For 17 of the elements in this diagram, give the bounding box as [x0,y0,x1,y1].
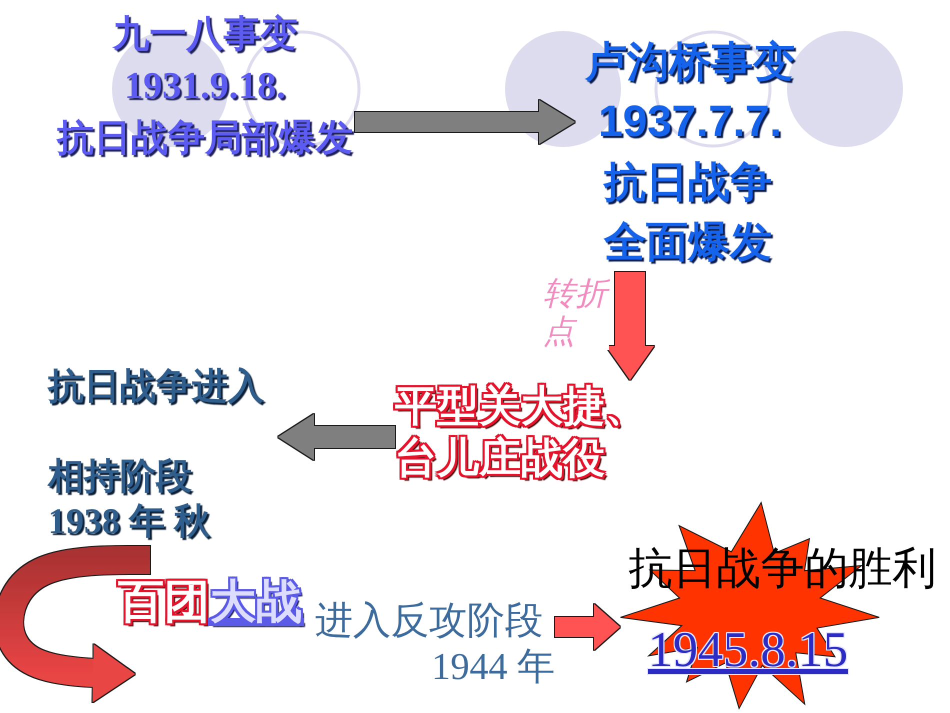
block-arrow [355,100,575,144]
event-description: 抗日战争全面爆发 [604,156,773,268]
block-arrow [606,272,654,380]
event-title: 卢沟桥事变 [585,39,795,85]
stage-date: 1944 年 [432,645,555,690]
event-title: 九一八事变 [112,11,298,57]
battle-title: 平型关大捷、台儿庄战役 [395,380,648,484]
event-date: 1931.9.18. [124,64,286,109]
stage-title: 抗日战争进入 [48,365,264,409]
block-arrow [555,604,620,650]
stage-subtitle: 相持阶段 [48,455,192,499]
battle-title: 百团大战 [118,574,302,628]
block-arrow [278,414,395,460]
event-date: 1937.7.7. [598,96,782,148]
event-description: 抗日战争局部爆发 [57,115,353,161]
stage-date: 1938 年 秋 [48,500,210,543]
stage-title: 进入反攻阶段 [315,599,543,644]
